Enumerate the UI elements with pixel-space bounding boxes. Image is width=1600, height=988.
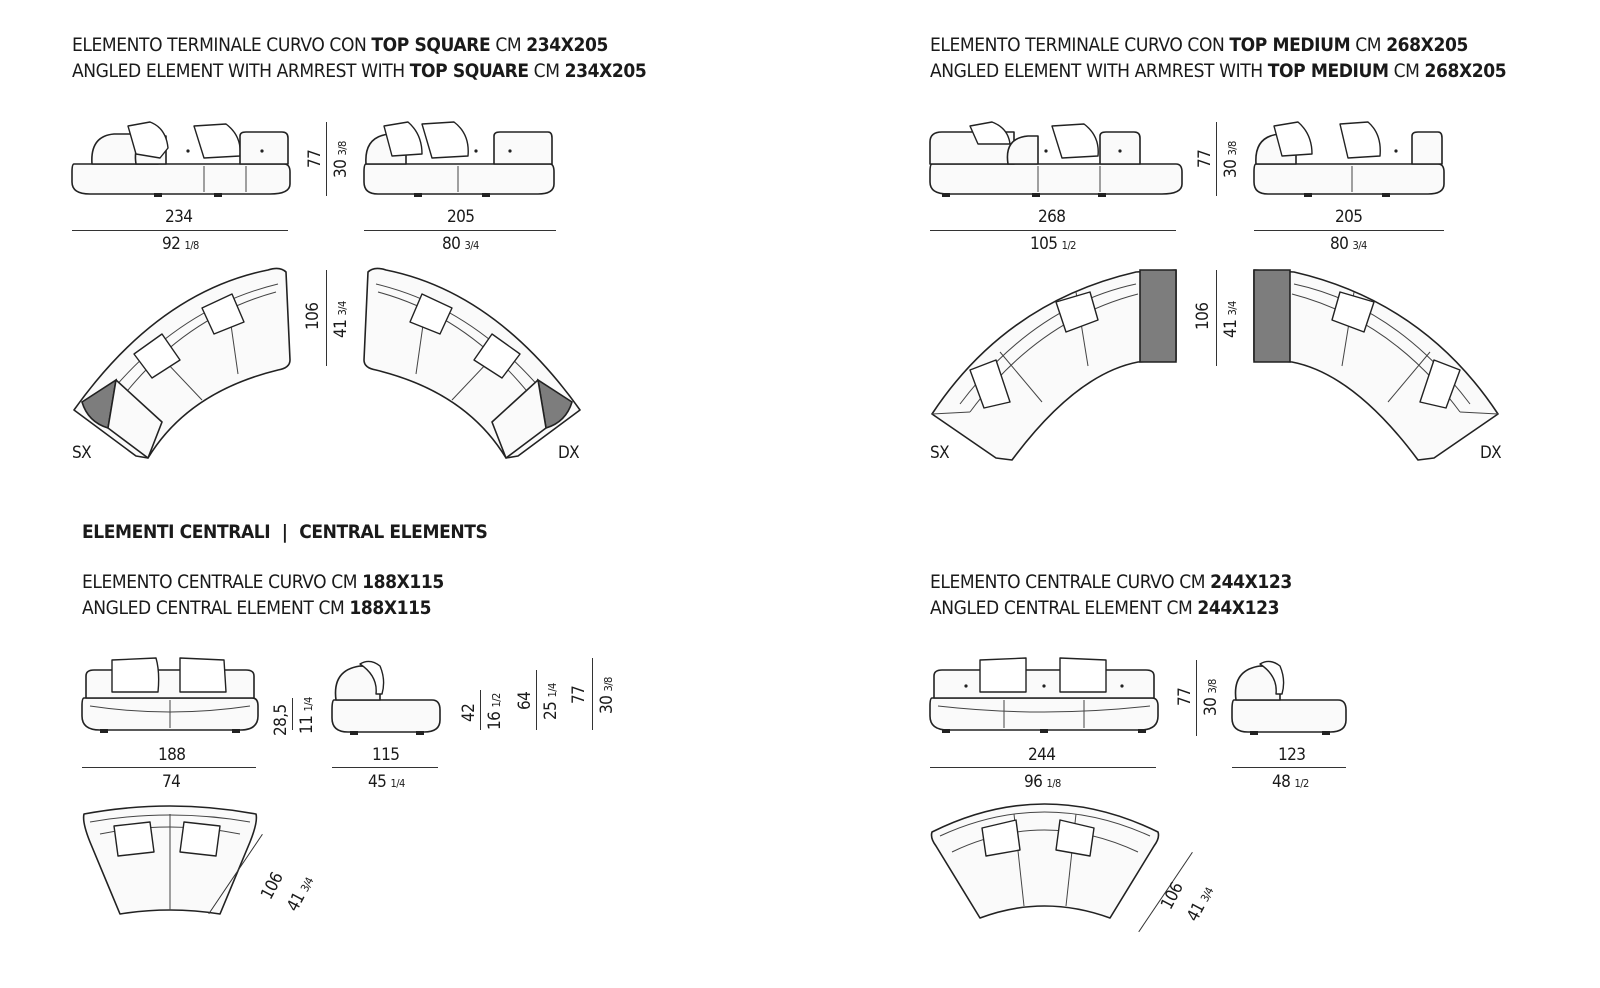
terminal-square-title-it: ELEMENTO TERMINALE CURVO CON TOP SQUARE … <box>72 34 608 56</box>
central-small-arm-in: 16 1/2 <box>485 693 505 730</box>
terminal-medium-side-view <box>1253 121 1445 197</box>
dimension-line <box>480 690 481 730</box>
central-large-height-in: 30 3/8 <box>1201 679 1221 716</box>
dimension-line <box>592 658 593 730</box>
terminal-square-plan-cm: 106 <box>303 302 323 330</box>
central-small-back-cm: 64 <box>515 691 535 710</box>
terminal-medium-title-en: ANGLED ELEMENT WITH ARMREST WITH TOP MED… <box>930 60 1507 82</box>
terminal-medium-depth-in: 80 3/4 <box>1330 234 1367 254</box>
dimension-line <box>930 767 1156 768</box>
terminal-medium-left-label: SX <box>930 443 950 463</box>
terminal-square-side-view <box>363 121 555 197</box>
central-small-plan-view <box>82 805 258 915</box>
central-large-width-in: 96 1/8 <box>1024 772 1061 792</box>
central-small-title-en: ANGLED CENTRAL ELEMENT CM 188X115 <box>82 597 432 619</box>
dimension-line <box>332 767 438 768</box>
dimension-line <box>292 698 293 730</box>
central-small-width-in: 74 <box>162 772 181 792</box>
terminal-square-right-label: DX <box>558 443 580 463</box>
terminal-medium-right-label: DX <box>1480 443 1502 463</box>
central-large-title-en: ANGLED CENTRAL ELEMENT CM 244X123 <box>930 597 1280 619</box>
terminal-medium-width-in: 105 1/2 <box>1030 234 1076 254</box>
terminal-square-width-in: 92 1/8 <box>162 234 199 254</box>
dimension-line <box>1196 660 1197 736</box>
terminal-medium-height-in: 30 3/8 <box>1221 141 1241 178</box>
central-section-heading: ELEMENTI CENTRALI | CENTRAL ELEMENTS <box>82 519 488 545</box>
terminal-medium-front-view <box>929 121 1183 197</box>
central-large-front-view <box>929 657 1159 733</box>
dimension-line <box>1216 270 1217 366</box>
terminal-medium-title-it: ELEMENTO TERMINALE CURVO CON TOP MEDIUM … <box>930 34 1468 56</box>
central-small-back-in: 25 1/4 <box>541 683 561 720</box>
terminal-square-title-en: ANGLED ELEMENT WITH ARMREST WITH TOP SQU… <box>72 60 647 82</box>
terminal-square-plan-views <box>73 267 581 459</box>
central-large-title-it: ELEMENTO CENTRALE CURVO CM 244X123 <box>930 571 1292 593</box>
heading-separator: | <box>281 521 288 543</box>
dimension-line <box>326 122 327 196</box>
central-large-width-cm: 244 <box>1028 745 1056 765</box>
central-small-front-view <box>81 657 259 733</box>
central-small-seat-in: 11 1/4 <box>297 697 317 734</box>
central-small-side-view <box>331 660 441 735</box>
central-large-height-cm: 77 <box>1175 687 1195 706</box>
central-small-title-it: ELEMENTO CENTRALE CURVO CM 188X115 <box>82 571 444 593</box>
central-small-arm-cm: 42 <box>459 703 479 722</box>
central-small-seat-cm: 28,5 <box>271 704 291 736</box>
central-large-plan-in: 41 3/4 <box>1183 885 1217 925</box>
central-large-plan-view <box>930 803 1160 919</box>
dimension-line <box>326 270 327 366</box>
central-large-depth-in: 48 1/2 <box>1272 772 1309 792</box>
terminal-square-height-cm: 77 <box>305 149 325 168</box>
terminal-medium-height-cm: 77 <box>1195 149 1215 168</box>
terminal-square-width-cm: 234 <box>165 207 193 227</box>
terminal-medium-plan-in: 41 3/4 <box>1221 301 1241 338</box>
central-large-depth-cm: 123 <box>1278 745 1306 765</box>
dimension-line <box>1216 122 1217 196</box>
central-small-plan-in: 41 3/4 <box>283 875 317 915</box>
terminal-square-depth-cm: 205 <box>447 207 475 227</box>
central-small-depth-in: 45 1/4 <box>368 772 405 792</box>
central-heading-it: ELEMENTI CENTRALI <box>82 521 271 543</box>
terminal-square-left-label: SX <box>72 443 92 463</box>
central-small-depth-cm: 115 <box>372 745 400 765</box>
central-small-width-cm: 188 <box>158 745 186 765</box>
dimension-line <box>1254 230 1444 231</box>
central-large-side-view <box>1231 660 1347 735</box>
central-small-height-in: 30 3/8 <box>597 677 617 714</box>
terminal-square-plan-in: 41 3/4 <box>331 301 351 338</box>
terminal-square-height-in: 30 3/8 <box>331 141 351 178</box>
central-small-plan-cm: 106 <box>257 869 288 903</box>
terminal-square-front-view <box>71 121 291 197</box>
terminal-medium-plan-cm: 106 <box>1193 302 1213 330</box>
terminal-medium-plan-views <box>931 269 1499 461</box>
terminal-medium-width-cm: 268 <box>1038 207 1066 227</box>
terminal-square-depth-in: 80 3/4 <box>442 234 479 254</box>
dimension-line <box>930 230 1176 231</box>
central-heading-en: CENTRAL ELEMENTS <box>299 521 488 543</box>
dimension-line <box>82 767 256 768</box>
central-small-height-cm: 77 <box>569 685 589 704</box>
terminal-medium-depth-cm: 205 <box>1335 207 1363 227</box>
dimension-line <box>72 230 288 231</box>
dimension-line <box>536 670 537 730</box>
dimension-line <box>364 230 556 231</box>
dimension-line <box>1232 767 1346 768</box>
